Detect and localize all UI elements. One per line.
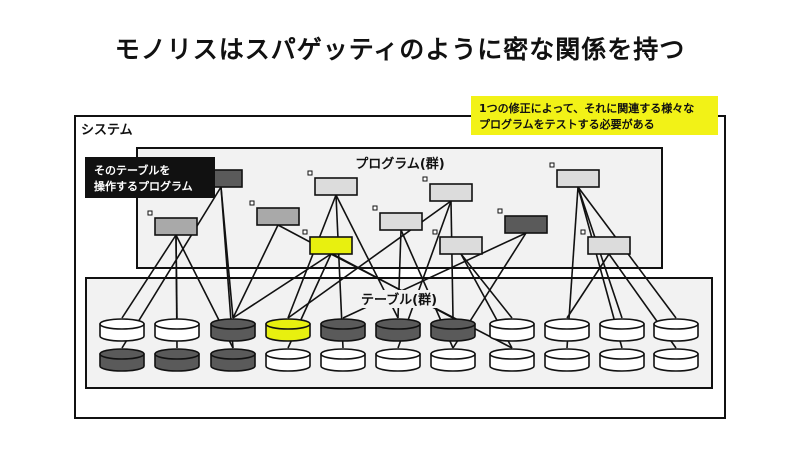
program-marker bbox=[549, 162, 555, 168]
program-marker bbox=[422, 176, 428, 182]
dependency-line bbox=[287, 200, 452, 319]
table-cylinder bbox=[653, 318, 699, 342]
program-box bbox=[504, 215, 548, 234]
table-cylinder bbox=[599, 318, 645, 342]
table-cylinder bbox=[265, 318, 311, 342]
program-marker bbox=[580, 229, 586, 235]
table-cylinder bbox=[375, 348, 421, 372]
dependency-line bbox=[232, 224, 279, 319]
table-cylinder bbox=[210, 318, 256, 342]
program-box bbox=[314, 177, 358, 196]
table-cylinder bbox=[430, 348, 476, 372]
program-box bbox=[587, 236, 631, 255]
dependency-line bbox=[121, 234, 177, 319]
program-marker bbox=[372, 205, 378, 211]
table-cylinder bbox=[599, 348, 645, 372]
tables-label-bg bbox=[350, 290, 448, 308]
table-cylinder bbox=[320, 348, 366, 372]
table-cylinder bbox=[430, 318, 476, 342]
table-cylinder bbox=[99, 348, 145, 372]
table-group bbox=[99, 318, 699, 372]
dependency-line bbox=[566, 253, 610, 319]
callout-programs-line-1: そのテーブルを bbox=[94, 163, 170, 177]
table-cylinder bbox=[320, 318, 366, 342]
callout-change-line-1: 1つの修正によって、それに関連する様々な bbox=[479, 101, 694, 115]
program-marker bbox=[249, 200, 255, 206]
program-box bbox=[379, 212, 423, 231]
program-box bbox=[309, 236, 353, 255]
program-marker bbox=[302, 229, 308, 235]
table-cylinder bbox=[99, 318, 145, 342]
program-marker bbox=[147, 210, 153, 216]
callout-change-line-2: プログラムをテストする必要がある bbox=[479, 117, 655, 131]
table-cylinder bbox=[489, 318, 535, 342]
callout-programs-box bbox=[85, 157, 215, 198]
programs-label: プログラム(群) bbox=[355, 156, 445, 172]
program-box bbox=[429, 183, 473, 202]
program-marker bbox=[497, 208, 503, 214]
table-cylinder bbox=[544, 348, 590, 372]
table-cylinder bbox=[154, 318, 200, 342]
program-marker bbox=[432, 229, 438, 235]
table-cylinder bbox=[375, 318, 421, 342]
table-cylinder bbox=[154, 348, 200, 372]
table-cylinder bbox=[489, 348, 535, 372]
table-cylinder bbox=[265, 348, 311, 372]
dependency-line bbox=[460, 253, 513, 319]
program-marker bbox=[307, 170, 313, 176]
dependency-line bbox=[450, 200, 454, 319]
program-box bbox=[556, 169, 600, 188]
table-cylinder bbox=[653, 348, 699, 372]
program-box bbox=[439, 236, 483, 255]
diagram-title: モノリスはスパゲッティのように密な関係を持つ bbox=[114, 35, 686, 64]
system-label: システム bbox=[81, 123, 133, 138]
table-cylinder bbox=[210, 348, 256, 372]
dependency-line bbox=[232, 253, 332, 319]
program-box bbox=[154, 217, 198, 236]
callout-programs-line-2: 操作するプログラム bbox=[94, 179, 193, 193]
table-cylinder bbox=[544, 318, 590, 342]
tables-label: テーブル(群) bbox=[361, 292, 437, 308]
callout-change-box bbox=[471, 96, 718, 135]
dependency-line bbox=[287, 194, 337, 319]
program-box bbox=[256, 207, 300, 226]
program-group bbox=[147, 162, 631, 255]
